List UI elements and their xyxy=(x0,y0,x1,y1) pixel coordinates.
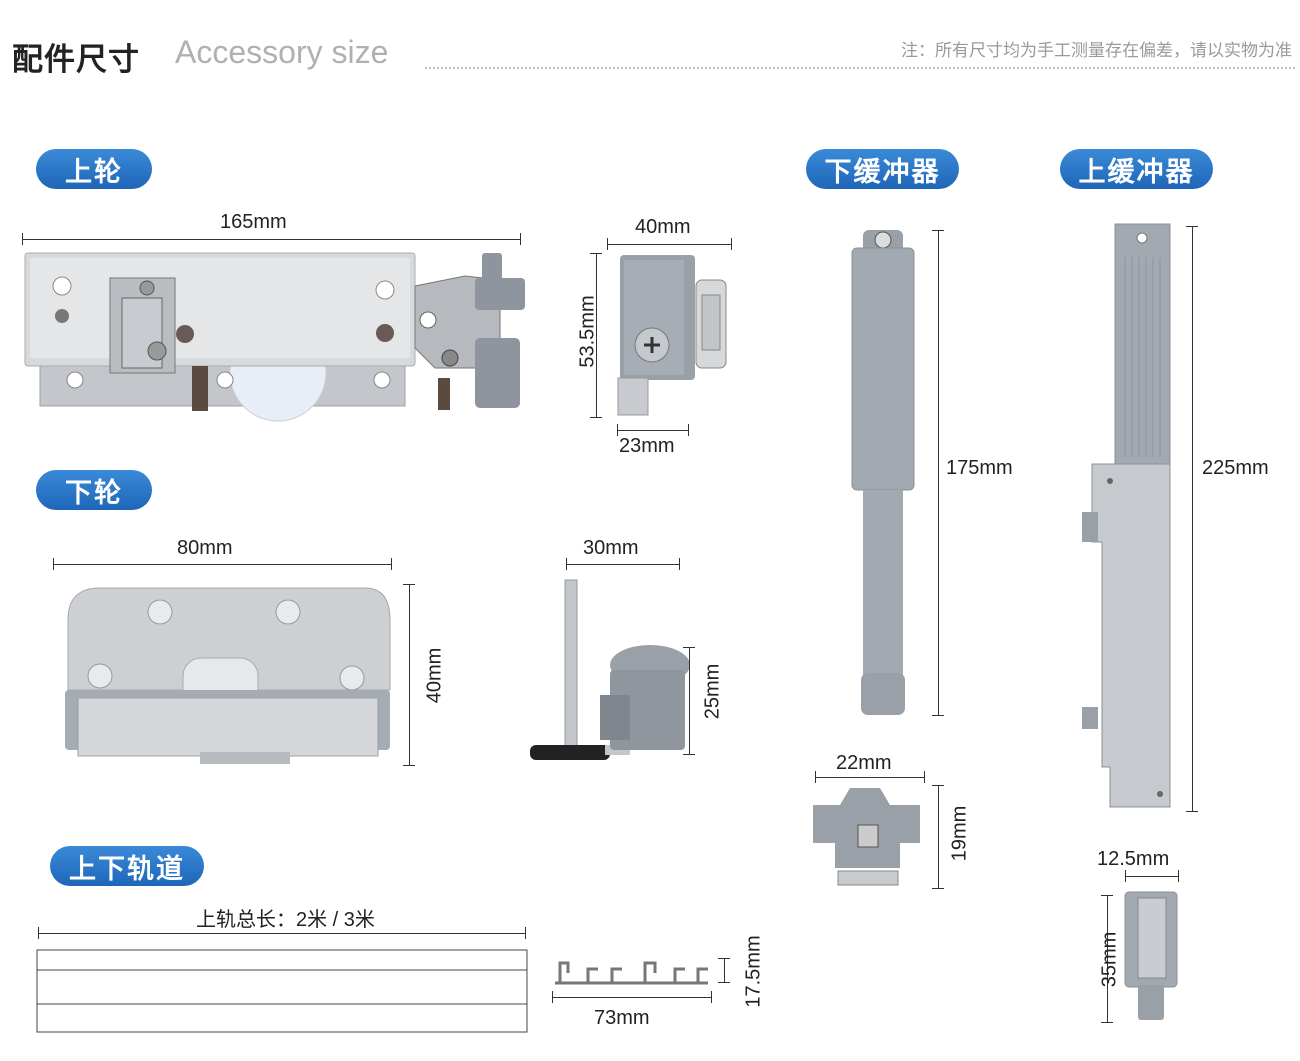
section-upper-buffer: 上缓冲器 xyxy=(1060,149,1213,189)
upper-wheel-side-height-label: 53.5mm xyxy=(576,295,599,368)
lower-wheel-side-width-line xyxy=(566,558,680,570)
upper-buffer-height-label: 35mm xyxy=(1098,931,1121,988)
lower-wheel-front-image xyxy=(65,587,391,764)
upper-buffer-width-label: 12.5mm xyxy=(1097,848,1170,870)
lower-wheel-side-width-label: 30mm xyxy=(583,537,639,559)
upper-wheel-side-bottom-line xyxy=(617,424,689,436)
rail-height-line xyxy=(718,958,730,983)
rail-profile-image xyxy=(555,961,708,985)
upper-wheel-front-image xyxy=(24,252,525,422)
lower-wheel-length-line xyxy=(53,558,392,570)
upper-wheel-side-width-label: 40mm xyxy=(635,216,691,238)
upper-buffer-width-line xyxy=(1125,870,1179,882)
page-title-cn: 配件尺寸 xyxy=(12,42,140,78)
lower-wheel-height-label: 40mm xyxy=(423,647,446,704)
upper-wheel-side-bottom-label: 23mm xyxy=(619,435,675,457)
upper-buffer-length-label: 225mm xyxy=(1202,457,1269,479)
lower-buffer-length-line xyxy=(932,230,944,716)
lower-wheel-side-image xyxy=(530,579,690,760)
lower-buffer-end-image xyxy=(813,788,920,886)
lower-buffer-height-label: 19mm xyxy=(948,805,971,862)
rail-total-length-line xyxy=(38,927,526,939)
section-upper-wheel: 上轮 xyxy=(36,149,152,189)
rail-total-length-label: 上轨总长：2米 / 3米 xyxy=(196,909,375,931)
header-divider xyxy=(425,67,1295,69)
lower-buffer-width-line xyxy=(815,771,925,783)
section-lower-buffer: 下缓冲器 xyxy=(806,149,959,189)
section-rails: 上下轨道 xyxy=(50,846,204,886)
lower-buffer-image xyxy=(851,230,915,715)
upper-wheel-length-label: 165mm xyxy=(220,211,287,233)
rail-front-image xyxy=(36,949,528,1033)
lower-buffer-width-label: 22mm xyxy=(836,752,892,774)
lower-wheel-side-height-label: 25mm xyxy=(701,663,724,720)
upper-wheel-side-image xyxy=(617,255,727,416)
lower-wheel-length-label: 80mm xyxy=(177,537,233,559)
upper-wheel-side-height-line xyxy=(590,253,602,418)
rail-width-label: 73mm xyxy=(594,1007,650,1029)
upper-buffer-length-line xyxy=(1186,226,1198,812)
lower-buffer-length-label: 175mm xyxy=(946,457,1013,479)
lower-buffer-height-line xyxy=(932,785,944,889)
measurement-note: 注：所有尺寸均为手工测量存在偏差，请以实物为准 xyxy=(901,41,1292,61)
upper-buffer-image xyxy=(1082,223,1171,808)
section-lower-wheel: 下轮 xyxy=(36,470,152,510)
page-title-en: Accessory size xyxy=(175,34,389,70)
upper-wheel-length-line xyxy=(22,233,521,245)
upper-wheel-side-width-line xyxy=(607,238,732,250)
lower-wheel-side-height-line xyxy=(683,647,695,755)
upper-buffer-end-image xyxy=(1124,891,1178,1020)
upper-buffer-height-line xyxy=(1101,895,1113,1023)
rail-width-line xyxy=(552,991,712,1003)
rail-height-label: 17.5mm xyxy=(742,935,765,1008)
lower-wheel-height-line xyxy=(403,584,415,766)
